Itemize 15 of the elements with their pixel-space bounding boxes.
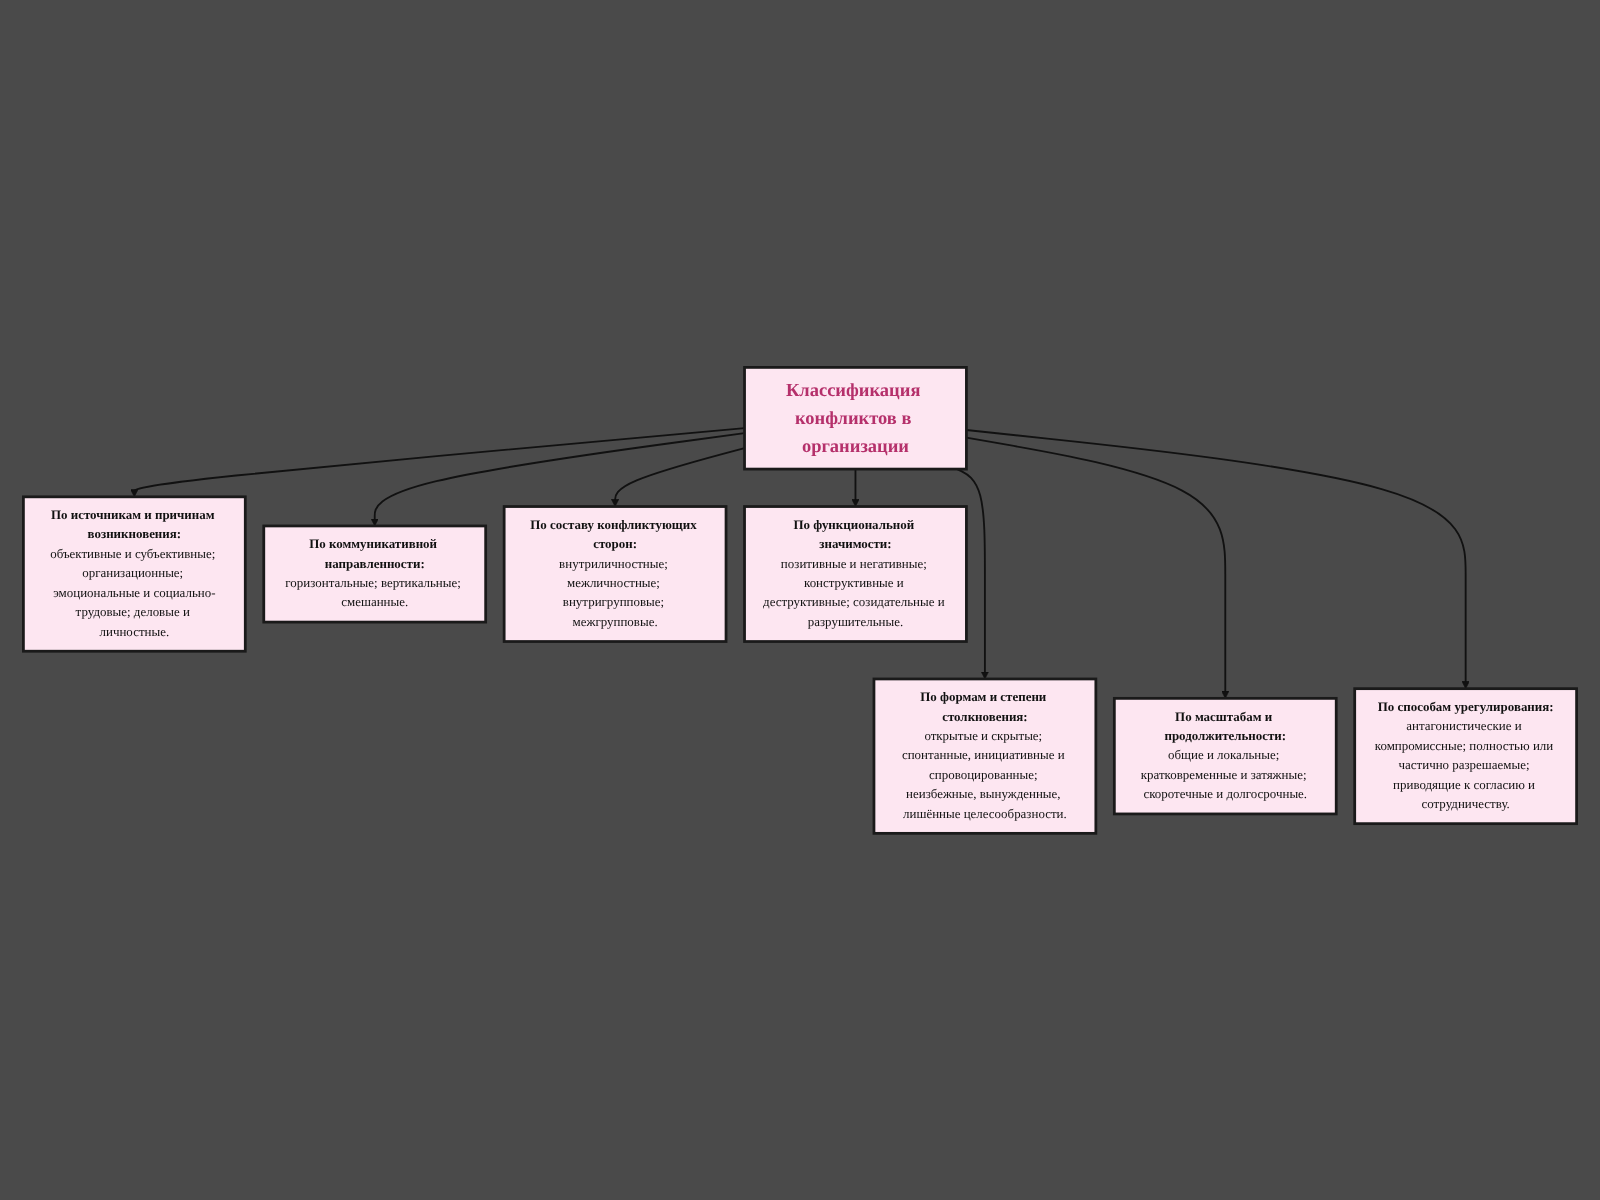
node-box: [743, 504, 968, 643]
node-box: [262, 524, 488, 624]
arrow: [611, 446, 746, 507]
arrow: [965, 436, 1230, 699]
arrow: [956, 467, 989, 679]
node-box: [743, 365, 968, 471]
node-box: [1353, 686, 1578, 825]
node-box: [872, 677, 1098, 835]
node-box: [22, 495, 247, 653]
arrow: [965, 428, 1470, 689]
arrow: [370, 431, 746, 526]
arrow: [130, 426, 746, 497]
arrow: [851, 467, 860, 507]
node-box: [502, 504, 728, 643]
node-box: [1112, 696, 1338, 815]
